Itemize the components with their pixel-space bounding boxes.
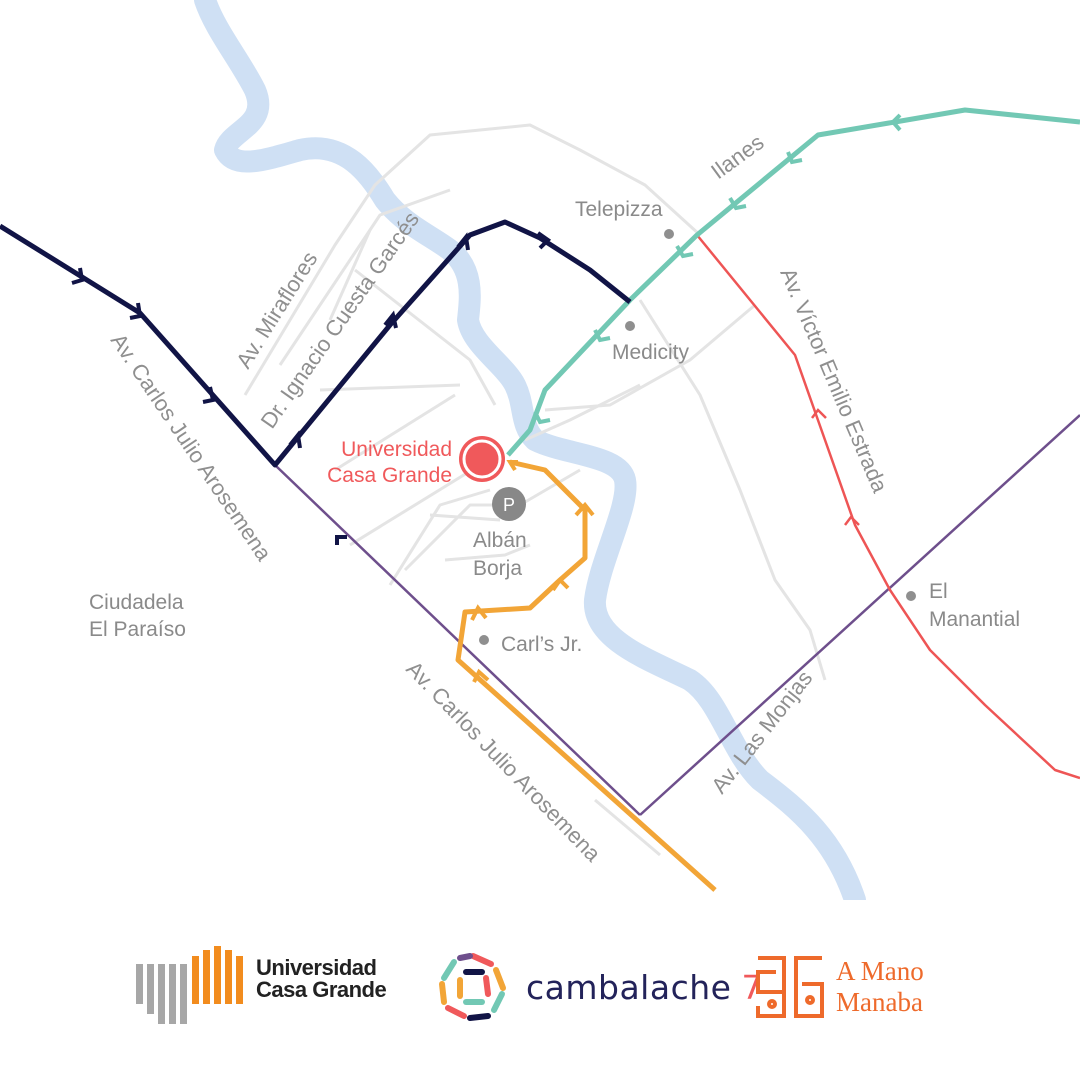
purple-route — [274, 414, 1080, 816]
label-victor-emilio-estrada: Av. Víctor Emilio Estrada — [775, 264, 893, 497]
amm-line2: Manaba — [836, 987, 923, 1017]
telepizza-dot — [664, 229, 674, 239]
label-medicity: Medicity — [612, 341, 690, 364]
ring-shapes-icon — [439, 953, 506, 1021]
96-monogram-icon — [756, 956, 824, 1018]
label-el-manantial-2: Manantial — [929, 608, 1020, 631]
label-ilanes: Ilanes — [706, 129, 768, 184]
location-target-icon — [459, 436, 505, 482]
amm-line1: A Mano — [836, 956, 924, 986]
ucg-logo: Universidad Casa Grande — [136, 946, 387, 1026]
red-route — [696, 234, 1080, 780]
cambalache-logo: cambalache 7 — [436, 950, 762, 1024]
orange-route-arrows — [470, 460, 595, 683]
sponsor-footer: Universidad Casa Grande cambalache 7 — [0, 900, 1080, 1080]
destination-label-1: Universidad — [341, 438, 452, 461]
label-carls-jr: Carl’s Jr. — [501, 633, 582, 656]
building-columns-icon — [136, 946, 243, 1024]
cambalache-name: cambalache — [526, 967, 732, 1007]
a-mano-manaba-logo: A Mano Manaba — [752, 952, 924, 1022]
el-manantial-dot — [906, 591, 916, 601]
parking-icon: P — [492, 487, 526, 521]
ucg-line1: Universidad — [256, 955, 377, 980]
carls-jr-dot — [479, 635, 489, 645]
red-route-arrows — [811, 408, 860, 526]
label-ciudadela-2: El Paraíso — [89, 618, 186, 641]
label-alban-borja-1: Albán — [473, 529, 527, 552]
river — [194, 0, 866, 900]
route-map: P Av. Miraflores Dr. Ignacio Cuesta Garc… — [0, 0, 1080, 900]
destination-label-2: Casa Grande — [327, 464, 452, 487]
label-alban-borja-2: Borja — [473, 557, 522, 580]
label-ciudadela-1: Ciudadela — [89, 591, 184, 614]
navy-route-arrows — [71, 231, 552, 545]
svg-text:P: P — [503, 495, 515, 515]
street-grid — [243, 123, 827, 857]
medicity-dot — [625, 321, 635, 331]
label-arosemena-south: Av. Carlos Julio Arosemena — [401, 656, 606, 867]
label-el-manantial-1: El — [929, 580, 948, 603]
ucg-line2: Casa Grande — [256, 977, 387, 1002]
navy-route — [0, 219, 632, 468]
teal-route — [506, 107, 1080, 457]
teal-route-arrows — [533, 113, 902, 425]
label-telepizza: Telepizza — [575, 198, 663, 221]
